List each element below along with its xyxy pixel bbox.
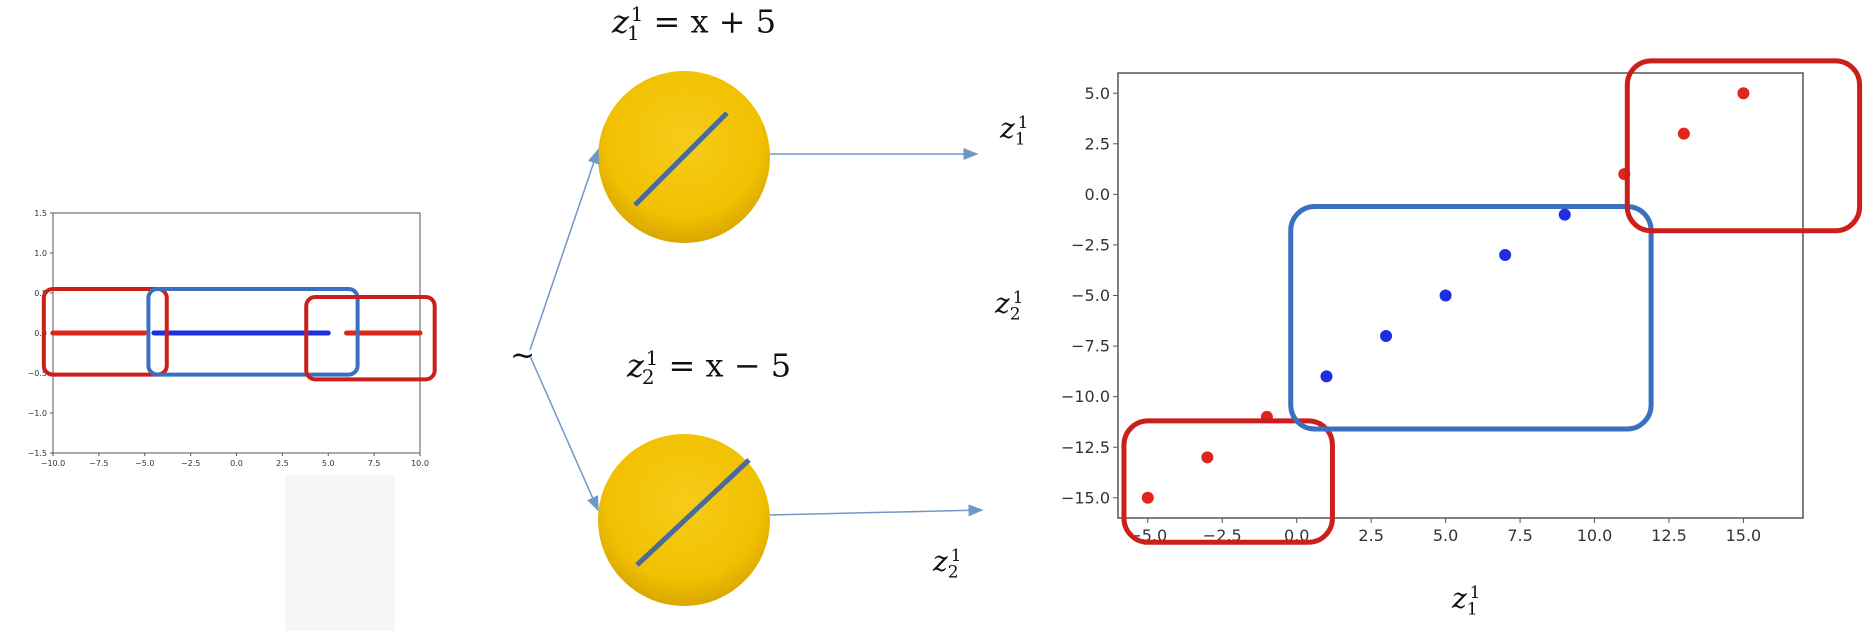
x-tick-label: 2.5 xyxy=(1358,526,1383,545)
equation-top: z11 = x + 5 xyxy=(612,2,777,46)
background-pane xyxy=(285,475,395,631)
blue-data-point xyxy=(1320,370,1333,383)
highlight-box xyxy=(304,295,437,382)
red-data-point xyxy=(1141,491,1154,504)
blue-data-point xyxy=(1439,289,1452,302)
highlight-box xyxy=(41,287,169,377)
y-tick-label: −1.5 xyxy=(28,449,47,458)
x-tick-label: 7.5 xyxy=(1507,526,1532,545)
blue-data-point xyxy=(1558,208,1571,221)
x-tick-label: 10.0 xyxy=(1577,526,1613,545)
linear-activation-icon xyxy=(633,111,729,207)
highlight-box xyxy=(1624,58,1863,234)
linear-activation-icon xyxy=(635,458,751,567)
x-tick-label: −5.0 xyxy=(135,459,154,468)
input-tilde: ~ xyxy=(510,338,536,373)
arrow-bottom-output xyxy=(769,504,984,517)
output-label-bottom: z21 xyxy=(933,545,962,583)
output-label-top: z11 xyxy=(1000,112,1029,150)
y-tick-label: 2.5 xyxy=(1085,134,1110,153)
x-tick-label: −10.0 xyxy=(41,459,66,468)
y-tick-label: 0.0 xyxy=(1085,185,1110,204)
connection-arrows xyxy=(529,148,984,517)
y-axis-label: z21 xyxy=(995,287,1024,325)
arrow-input-to-top xyxy=(529,148,600,351)
x-tick-label: 5.0 xyxy=(322,459,335,468)
y-tick-label: −0.5 xyxy=(28,369,47,378)
y-tick-label: −2.5 xyxy=(1071,236,1110,255)
red-data-point xyxy=(1677,127,1690,140)
x-tick-label: 12.5 xyxy=(1651,526,1687,545)
x-tick-label: −2.5 xyxy=(181,459,200,468)
neuron-bottom xyxy=(598,434,770,606)
highlight-box xyxy=(1288,204,1654,432)
x-tick-label: 10.0 xyxy=(411,459,429,468)
input-line-chart: −10.0 −7.5 −5.0 −2.5 0.0 2.5 5.0 7.5 10.0 1.5 1.0 0… xyxy=(28,209,437,468)
highlight-box xyxy=(146,287,360,377)
y-tick-label: −1.0 xyxy=(28,409,47,418)
x-tick-label: 15.0 xyxy=(1726,526,1762,545)
y-tick-label: −12.5 xyxy=(1061,438,1110,457)
y-tick-label: −7.5 xyxy=(1071,337,1110,356)
equation-bottom: z21 = x − 5 xyxy=(627,346,792,390)
x-axis-label: z11 xyxy=(1452,582,1481,620)
y-tick-label: −10.0 xyxy=(1061,387,1110,406)
x-tick-label: 5.0 xyxy=(1433,526,1458,545)
y-tick-label: −15.0 xyxy=(1061,488,1110,507)
blue-data-point xyxy=(1499,249,1512,262)
arrow-input-to-bottom xyxy=(529,355,599,512)
y-tick-label: 1.0 xyxy=(34,249,47,258)
plot-frame xyxy=(1117,72,1804,519)
x-tick-label: 7.5 xyxy=(368,459,381,468)
y-tick-label: 1.5 xyxy=(34,209,47,218)
neuron-top xyxy=(598,71,770,243)
red-data-point xyxy=(1201,451,1214,464)
highlight-box xyxy=(1121,418,1335,545)
x-tick-label: 0.0 xyxy=(230,459,243,468)
y-tick-label: 0.5 xyxy=(34,289,47,298)
blue-data-point xyxy=(1380,329,1393,342)
y-tick-label: −5.0 xyxy=(1071,286,1110,305)
x-tick-label: 2.5 xyxy=(276,459,289,468)
red-data-point xyxy=(1737,87,1750,100)
y-tick-label: 5.0 xyxy=(1085,84,1110,103)
x-tick-label: −7.5 xyxy=(89,459,108,468)
y-tick-label: 0.0 xyxy=(34,329,47,338)
